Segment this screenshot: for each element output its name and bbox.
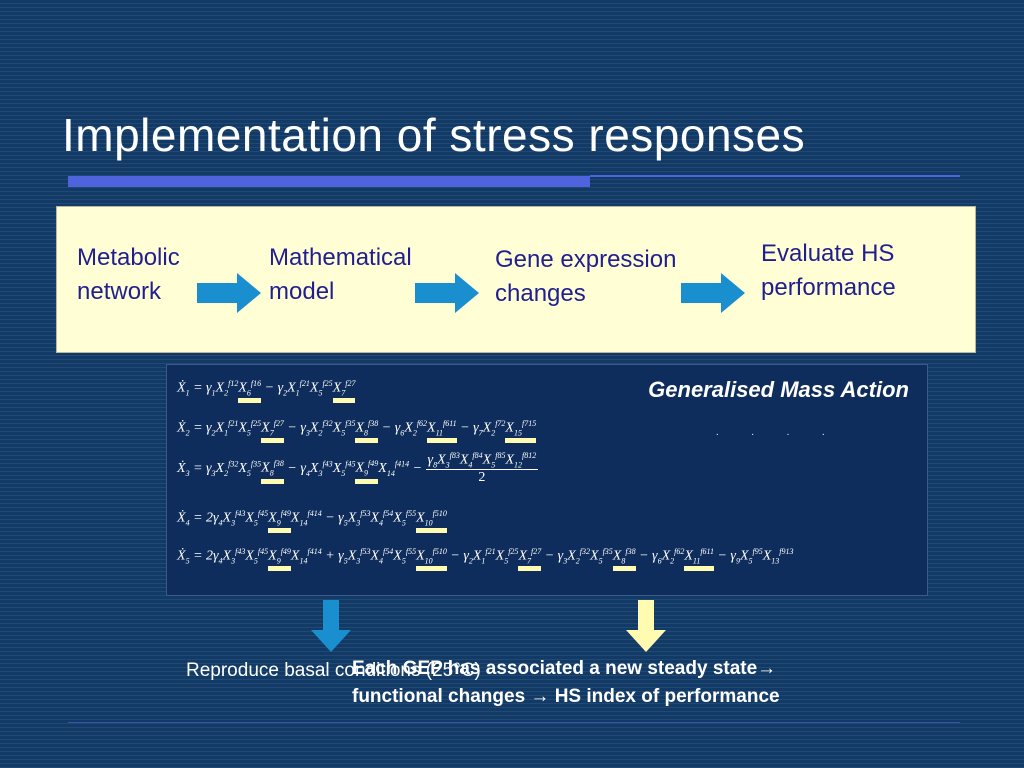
right-arrow-icon [415, 273, 479, 313]
bottom-divider [68, 722, 960, 723]
gep-line-2: functional changes → HS index of perform… [352, 686, 780, 707]
step-line: Gene expression [495, 246, 677, 273]
down-arrow-blue-icon [311, 600, 351, 652]
equation-x1: Ẋ1 = γ1X2f12X6f16 − γ2X1f21X5f25X7f27 [177, 379, 356, 404]
step-line: network [77, 278, 162, 305]
step-gene-expression-changes: Gene expression changes [495, 243, 676, 311]
step-line: changes [495, 280, 586, 307]
equation-box: Generalised Mass Action Ẋ1 = γ1X2f12X6f… [166, 364, 928, 596]
down-arrow-yellow-icon [626, 600, 666, 652]
step-line: Evaluate HS [761, 240, 895, 267]
step-metabolic-network: Metabolic network [77, 241, 180, 309]
gep-line-1: Each GEP has associated a new steady sta… [352, 658, 777, 679]
gma-heading: Generalised Mass Action [648, 377, 909, 402]
title-underline-thick [68, 176, 590, 187]
slide-title: Implementation of stress responses [62, 109, 806, 161]
equation-x2: Ẋ2 = γ2X1f21X5f25X7f27 − γ3X2f32X5f35X8… [177, 419, 537, 444]
step-line: model [269, 278, 335, 305]
equation-x4: Ẋ4 = 2γ4X3f43X5f45X9f49X14f414 − γ5X3f5… [177, 509, 447, 534]
basal-conditions-text: Reproduce basal conditions (25°C) [186, 660, 481, 681]
step-line: Mathematical [269, 244, 412, 271]
step-line: Metabolic [77, 244, 180, 271]
decorative-dots: ···· [715, 429, 857, 440]
step-evaluate-hs-performance: Evaluate HS performance [761, 237, 896, 305]
right-arrow-icon [681, 273, 745, 313]
workflow-box: Metabolic network Mathematical model Gen… [56, 206, 976, 353]
gep-description: Each GEP has associated a new steady sta… [352, 655, 780, 711]
right-arrow-icon [197, 273, 261, 313]
title-underline-thin [590, 175, 960, 177]
equation-x5: Ẋ5 = 2γ4X3f43X5f45X9f49X14f414 + γ5X3f5… [177, 547, 794, 572]
step-line: performance [761, 274, 896, 301]
equation-x3: Ẋ3 = γ3X2f32X5f35X8f38 − γ4X3f43X5f45X9… [177, 451, 539, 486]
step-mathematical-model: Mathematical model [269, 241, 412, 309]
